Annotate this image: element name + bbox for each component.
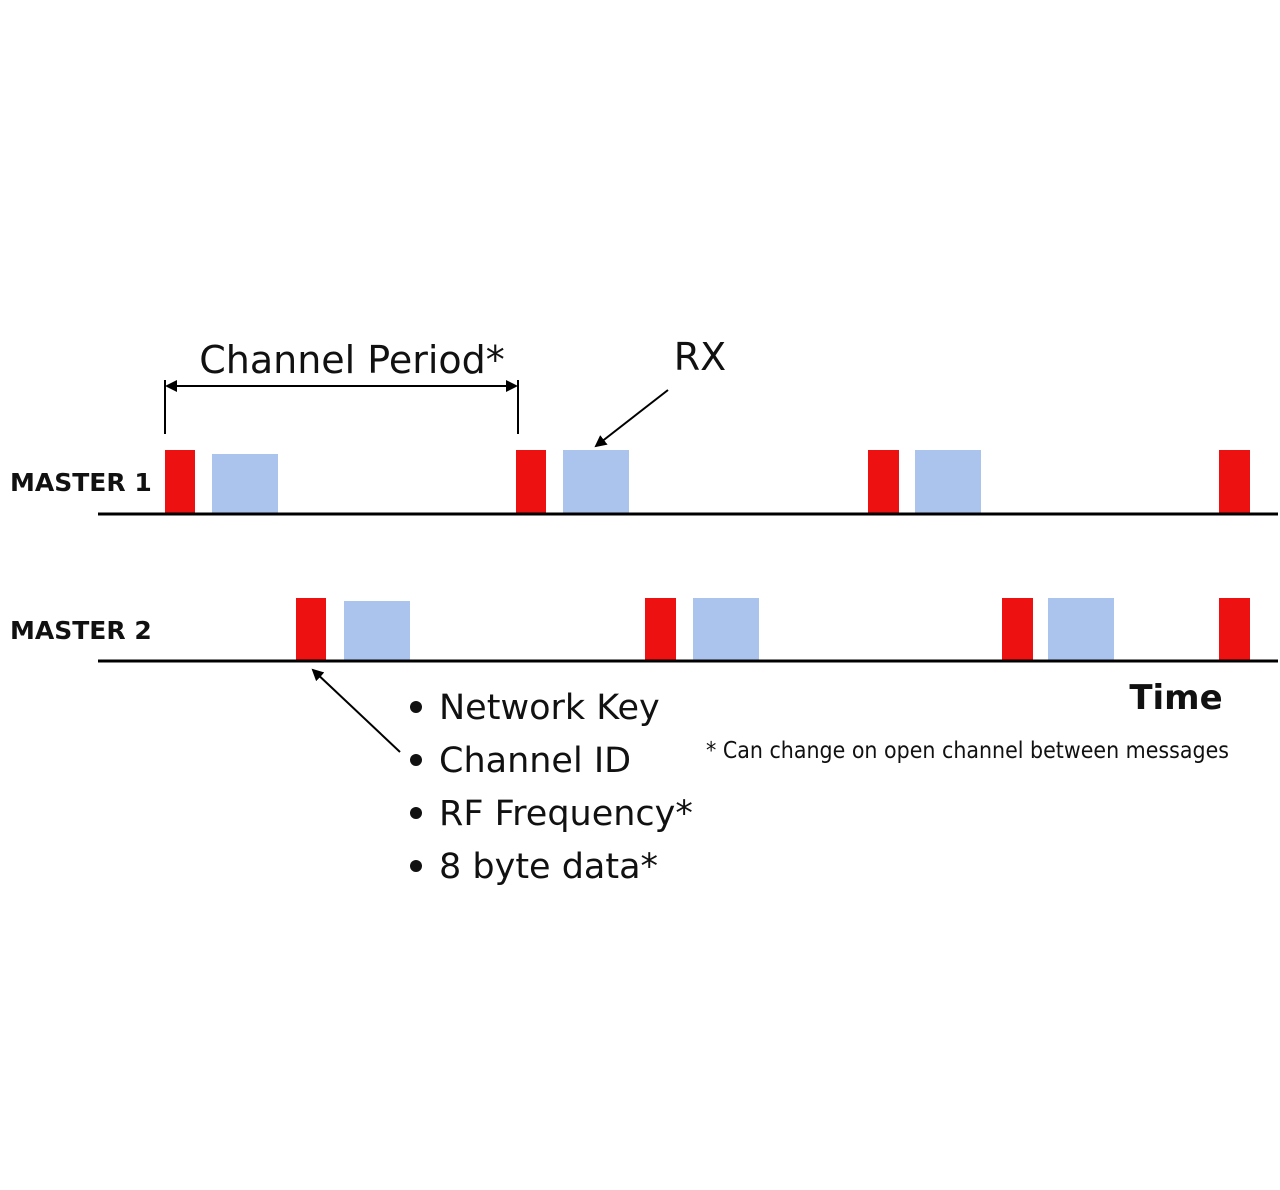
master-1-timeline	[98, 450, 1278, 516]
bullet-dot	[410, 754, 422, 766]
rx-callout: RX	[594, 335, 726, 448]
master-2-rx-block	[1048, 598, 1114, 660]
master-1-tx-block	[1219, 450, 1250, 513]
master-2-rx-block	[344, 601, 410, 660]
master-1-tx-block	[868, 450, 899, 513]
master-1-tx-block	[165, 450, 195, 513]
master-2-tx-block	[1219, 598, 1250, 660]
packet-contents-callout: Network Key Channel ID RF Frequency* 8 b…	[311, 668, 693, 887]
master-2-tx-block	[645, 598, 676, 660]
master-2-label: MASTER 2	[10, 616, 152, 645]
packet-contents-list: Network Key Channel ID RF Frequency* 8 b…	[410, 688, 693, 887]
packet-contents-arrow	[311, 668, 401, 753]
list-item: Network Key	[439, 688, 660, 728]
master-1-rx-block	[915, 450, 981, 513]
master-2-tx-block	[1002, 598, 1033, 660]
bullet-dot	[410, 807, 422, 819]
channel-period-label: Channel Period*	[199, 338, 505, 382]
master-2-timeline	[98, 598, 1278, 663]
master-1-tx-block	[516, 450, 546, 513]
rx-arrow	[594, 389, 669, 448]
list-item: 8 byte data*	[439, 847, 658, 887]
master-2-tx-block	[296, 598, 326, 660]
channel-period-annotation: Channel Period*	[164, 338, 519, 434]
master-1-label: MASTER 1	[10, 468, 152, 497]
rx-label: RX	[674, 335, 726, 379]
list-item: Channel ID	[439, 741, 631, 781]
bullet-dot	[410, 860, 422, 872]
bullet-dot	[410, 701, 422, 713]
master-1-rx-block	[563, 450, 629, 513]
master-1-rx-block	[212, 454, 278, 513]
list-item: RF Frequency*	[439, 794, 693, 834]
footnote: * Can change on open channel between mes…	[706, 738, 1229, 764]
master-2-rx-block	[693, 598, 759, 660]
time-label: Time	[1129, 678, 1222, 718]
